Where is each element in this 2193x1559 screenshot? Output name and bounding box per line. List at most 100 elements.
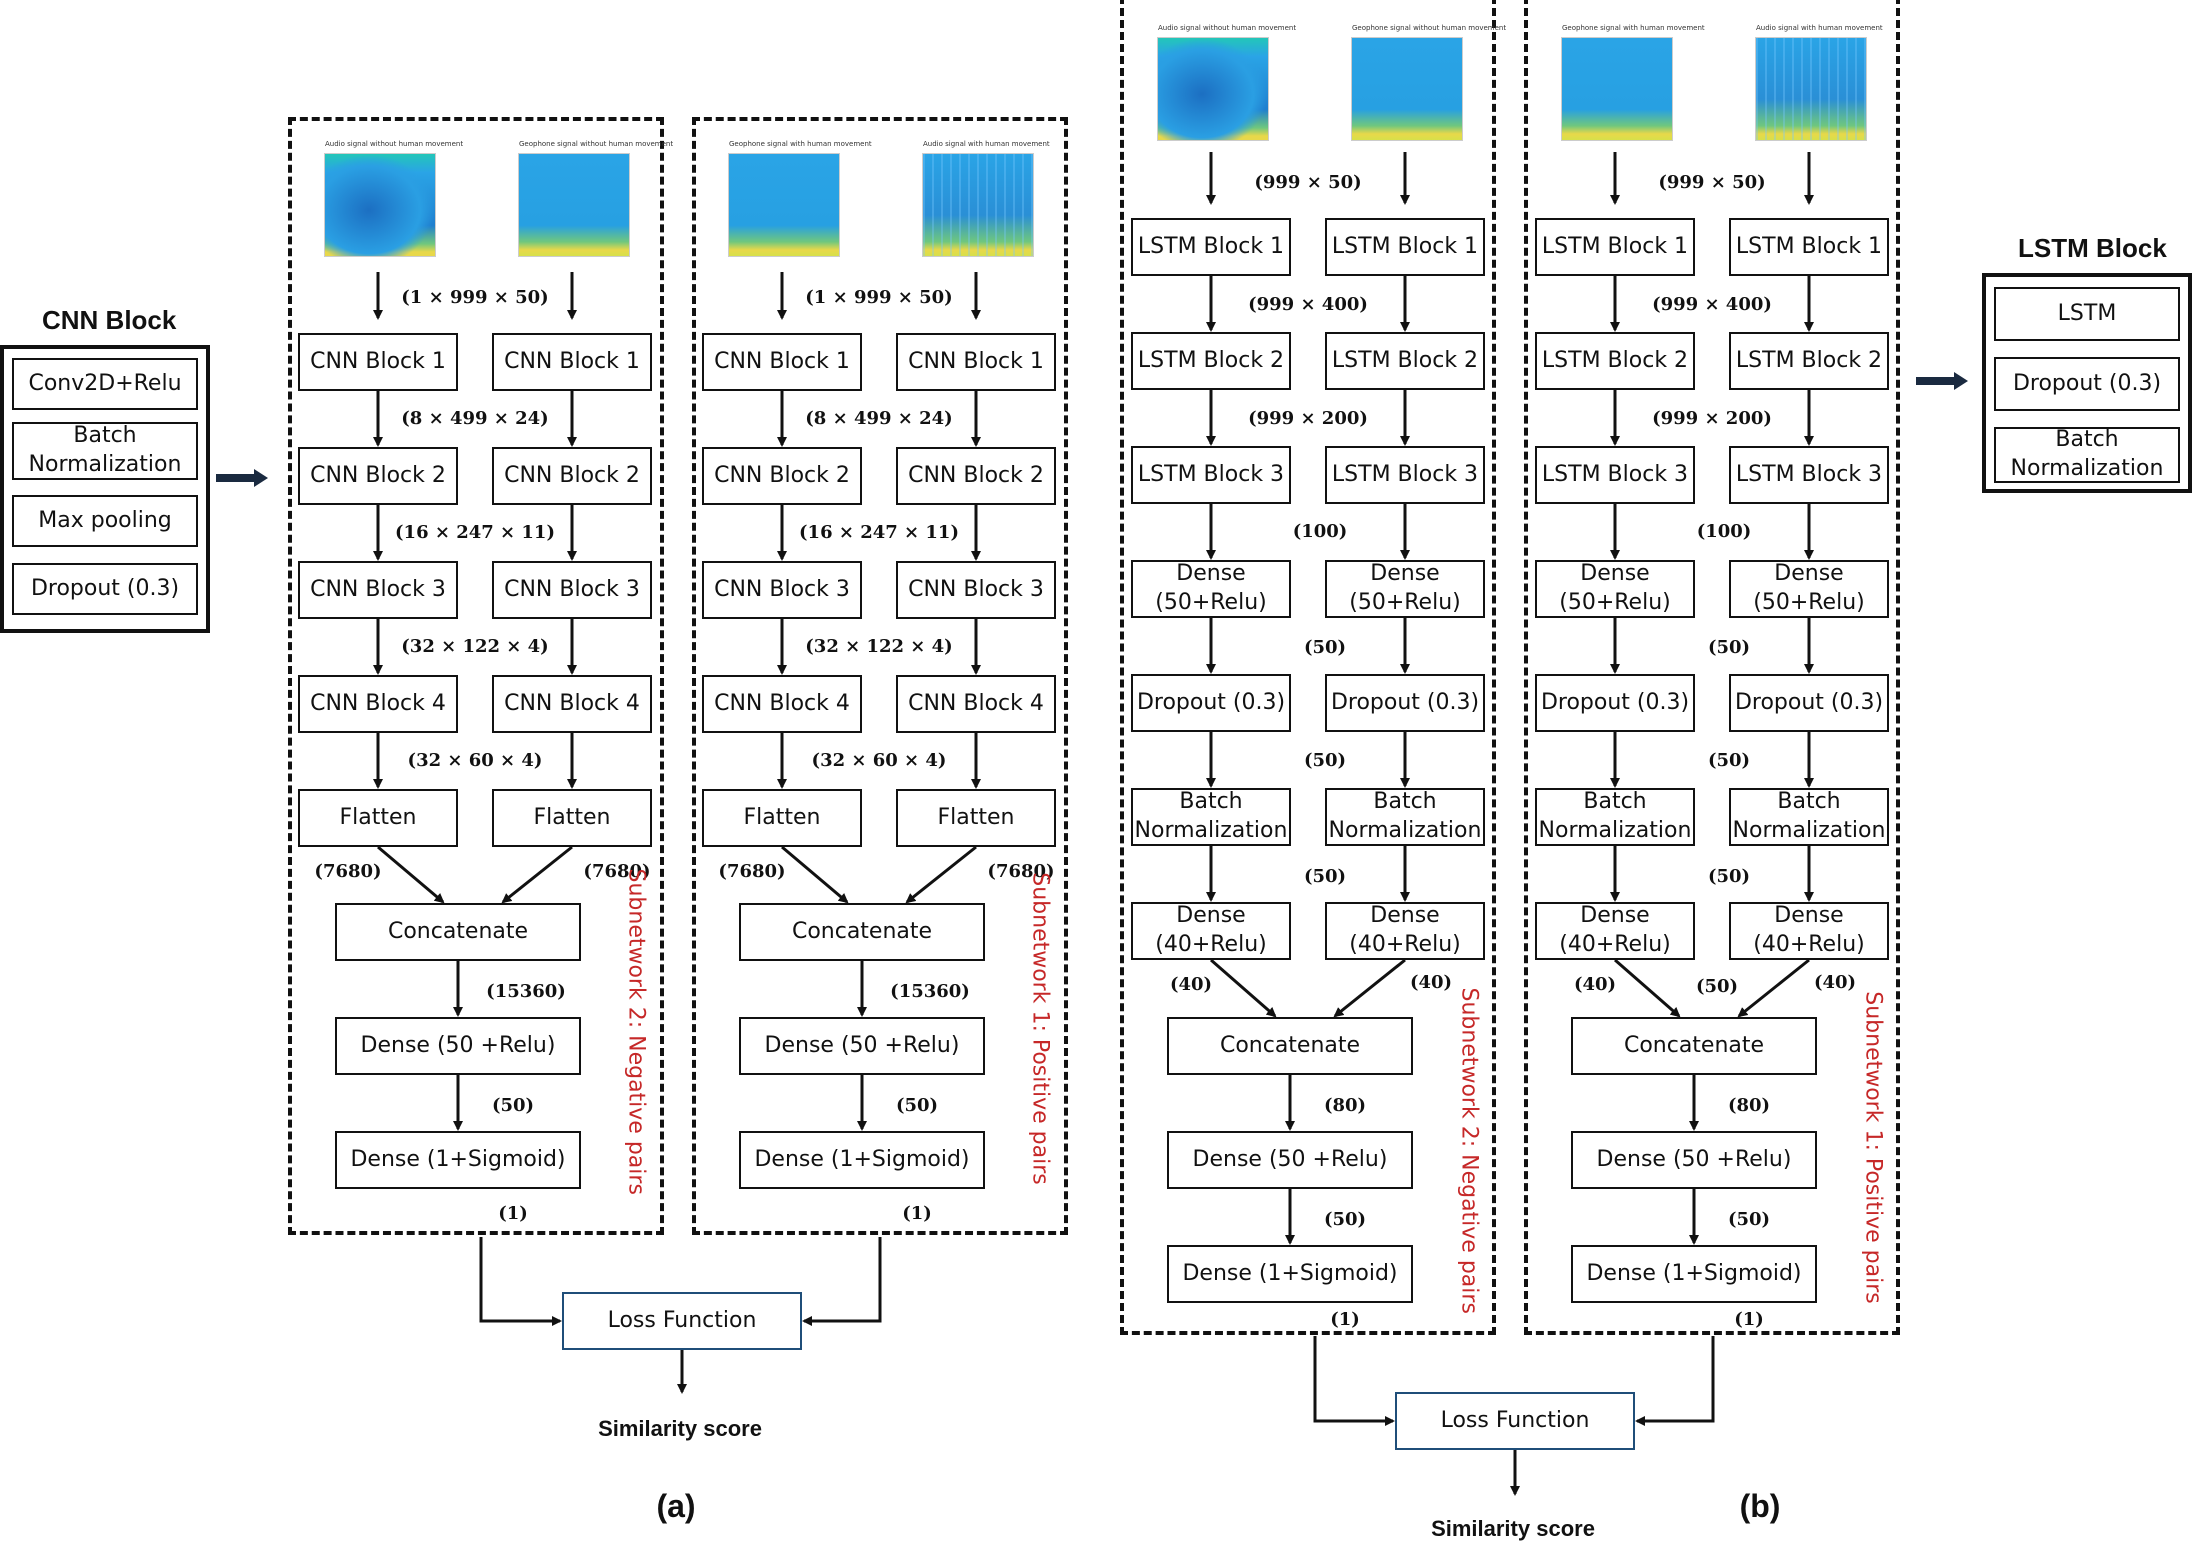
layer-box: Dense (40+Relu): [1535, 902, 1695, 960]
spectrogram: Geophone signal with human movement: [728, 140, 872, 257]
dimension-label: (999 × 400): [1248, 294, 1368, 315]
head-box: Dense (1+Sigmoid): [1571, 1245, 1817, 1303]
dimension-label: (50): [1695, 976, 1739, 997]
layer-box: Dense (40+Relu): [1131, 902, 1291, 960]
spectrogram: Audio signal with human movement: [922, 140, 1050, 257]
layer-box: Flatten: [896, 789, 1056, 847]
head-box: Dense (50 +Relu): [1167, 1131, 1413, 1189]
head-box: Concatenate: [1571, 1017, 1817, 1075]
layer-box: Dense (50+Relu): [1535, 560, 1695, 618]
head-box: Concatenate: [1167, 1017, 1413, 1075]
dimension-label: (50): [1707, 750, 1751, 771]
layer-box: Flatten: [298, 789, 458, 847]
dimension-label: (15360): [890, 981, 970, 1002]
dimension-label: (32 × 122 × 4): [805, 636, 953, 657]
layer-box: LSTM Block 1: [1729, 218, 1889, 276]
head-box: Concatenate: [335, 903, 581, 961]
loss-function-box: Loss Function: [562, 1292, 802, 1350]
dimension-label: (999 × 50): [1254, 172, 1362, 193]
dimension-label: (1 × 999 × 50): [401, 287, 549, 308]
merge-connector: [1635, 1336, 1715, 1426]
layer-box: Dropout (0.3): [1325, 674, 1485, 732]
lstm-block-item: LSTM: [1994, 287, 2180, 341]
dimension-label: (50): [1323, 1209, 1367, 1230]
layer-box: Dense (50+Relu): [1131, 560, 1291, 618]
layer-box: CNN Block 2: [492, 447, 652, 505]
layer-box: Batch Normalization: [1535, 788, 1695, 846]
layer-box: CNN Block 3: [896, 561, 1056, 619]
layer-box: LSTM Block 1: [1535, 218, 1695, 276]
dimension-label: (8 × 499 × 24): [805, 408, 953, 429]
dimension-label: (100): [1696, 521, 1752, 542]
layer-box: LSTM Block 3: [1729, 446, 1889, 504]
dimension-label: (40): [1573, 974, 1617, 995]
lstm-block-item: Dropout (0.3): [1994, 357, 2180, 411]
spectrogram-title: Audio signal with human movement: [923, 140, 1050, 148]
spectrogram: Geophone signal with human movement: [1561, 24, 1705, 141]
layer-box: LSTM Block 3: [1535, 446, 1695, 504]
head-box: Concatenate: [739, 903, 985, 961]
spectrogram-title: Audio signal without human movement: [1158, 24, 1297, 32]
subnetwork-frame: [1524, 0, 1900, 1335]
subnetwork-label: Subnetwork 2: Negative pairs: [623, 868, 649, 1195]
spectrogram-title: Audio signal with human movement: [1756, 24, 1883, 32]
layer-box: CNN Block 2: [896, 447, 1056, 505]
layer-box: LSTM Block 2: [1729, 332, 1889, 390]
dimension-label: (50): [491, 1095, 535, 1116]
lstm-block-item: Batch Normalization: [1994, 427, 2180, 483]
layer-box: Batch Normalization: [1325, 788, 1485, 846]
dimension-label: (40): [1813, 972, 1857, 993]
dimension-label: (999 × 400): [1652, 294, 1772, 315]
panel-label-a: (a): [656, 1488, 696, 1524]
flow-arrow: [1737, 958, 1810, 1018]
similarity-score-label: Similarity score: [598, 1416, 762, 1441]
spectrogram-title: Geophone signal with human movement: [729, 140, 872, 148]
flow-arrow: [377, 845, 445, 904]
dimension-label: (7680): [314, 861, 382, 882]
dimension-label: (7680): [583, 861, 651, 882]
layer-box: CNN Block 4: [492, 675, 652, 733]
cnn-block-item: Conv2D+Relu: [12, 358, 198, 410]
head-box: Dense (50 +Relu): [335, 1017, 581, 1075]
layer-box: LSTM Block 3: [1131, 446, 1291, 504]
dimension-label: (50): [1303, 750, 1347, 771]
dimension-label: (999 × 200): [1652, 408, 1772, 429]
layer-box: Dropout (0.3): [1729, 674, 1889, 732]
dimension-label: (32 × 122 × 4): [401, 636, 549, 657]
dimension-label: (7680): [987, 861, 1055, 882]
spectrogram-title: Audio signal without human movement: [325, 140, 464, 148]
layer-box: CNN Block 2: [298, 447, 458, 505]
head-box: Dense (1+Sigmoid): [335, 1131, 581, 1189]
subnetwork-frame: [692, 117, 1068, 1235]
dimension-label: (80): [1727, 1095, 1771, 1116]
layer-box: CNN Block 3: [298, 561, 458, 619]
flow-arrow: [1614, 958, 1681, 1018]
dimension-label: (1): [902, 1203, 932, 1224]
dimension-label: (16 × 247 × 11): [395, 522, 555, 543]
head-box: Dense (1+Sigmoid): [1167, 1245, 1413, 1303]
right-arrow-icon: [216, 469, 268, 492]
layer-box: LSTM Block 2: [1535, 332, 1695, 390]
lstm-block-title: LSTM Block: [2018, 233, 2167, 263]
cnn-block-title: CNN Block: [42, 305, 177, 335]
layer-box: Dense (50+Relu): [1325, 560, 1485, 618]
layer-box: CNN Block 1: [896, 333, 1056, 391]
head-box: Dense (1+Sigmoid): [739, 1131, 985, 1189]
layer-box: CNN Block 3: [492, 561, 652, 619]
dimension-label: (80): [1323, 1095, 1367, 1116]
layer-box: LSTM Block 3: [1325, 446, 1485, 504]
head-box: Dense (50 +Relu): [739, 1017, 985, 1075]
layer-box: Dense (40+Relu): [1325, 902, 1485, 960]
layer-box: CNN Block 3: [702, 561, 862, 619]
layer-box: CNN Block 4: [298, 675, 458, 733]
layer-box: LSTM Block 1: [1325, 218, 1485, 276]
cnn-block-item: Batch Normalization: [12, 422, 198, 480]
layer-box: CNN Block 1: [702, 333, 862, 391]
layer-box: LSTM Block 1: [1131, 218, 1291, 276]
dimension-label: (7680): [718, 861, 786, 882]
subnetwork-frame: [288, 117, 664, 1235]
layer-box: CNN Block 1: [298, 333, 458, 391]
dimension-label: (1): [498, 1203, 528, 1224]
